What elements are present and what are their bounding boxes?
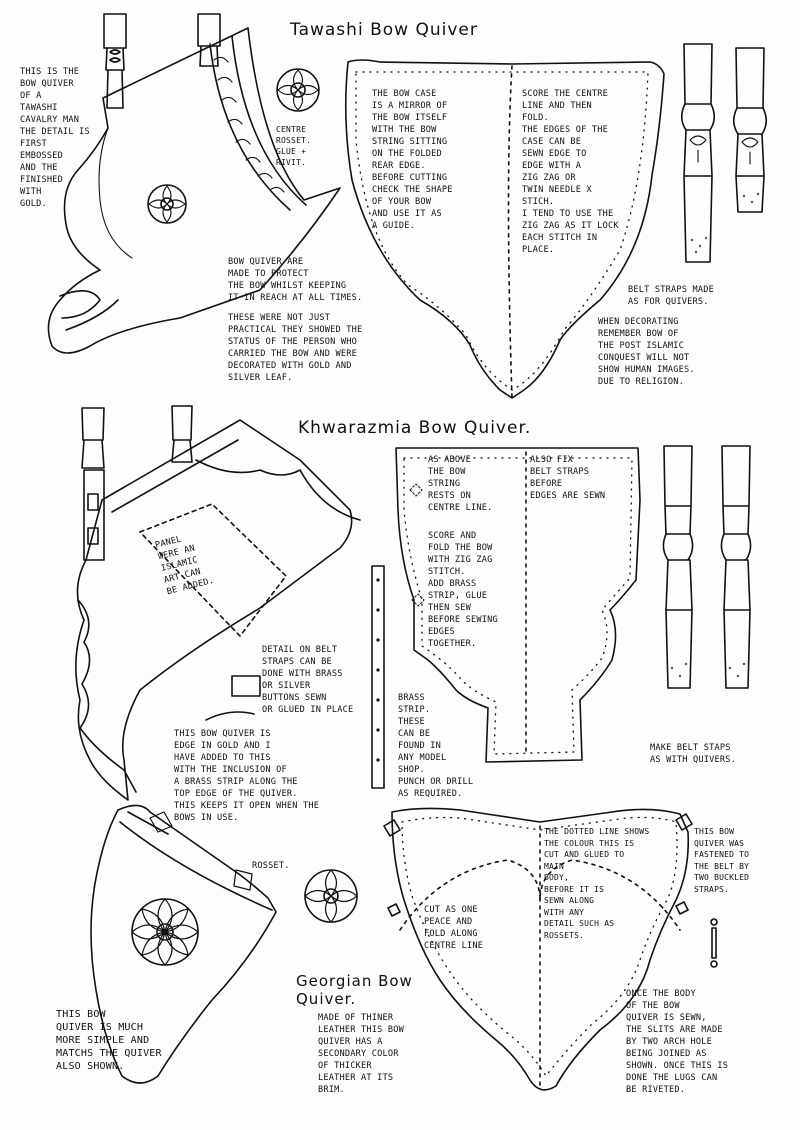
khwarazmia-title: Khwarazmia Bow Quiver. xyxy=(298,418,532,438)
georgian-thinner-note: Made of thiner leather this bow quiver h… xyxy=(318,1013,404,1095)
tawashi-bow-case xyxy=(344,59,665,399)
tawashi-belt-straps xyxy=(680,43,768,263)
georgian-quiver-drawing xyxy=(90,804,358,1084)
khwarazmia-belt-straps xyxy=(662,445,752,689)
tawashi-purpose-note: Bow quiver are made to protect the bow w… xyxy=(228,257,363,303)
georgian-cut-note: Cut as one peace and fold along centre l… xyxy=(424,905,484,951)
khwarazmia-make-belt-note: Make belt staps as with quivers. xyxy=(650,743,736,765)
tawashi-scroll-border xyxy=(213,56,285,193)
khwarazmia-border xyxy=(77,439,239,793)
tawashi-stitch-line xyxy=(355,71,649,391)
tawashi-centre-rosset xyxy=(276,68,320,112)
khwarazmia-as-above-note: As above the bow string rests on centre … xyxy=(428,455,493,513)
tawashi-title: Tawashi Bow Quiver xyxy=(290,20,478,40)
tawashi-quiver-body xyxy=(47,27,341,354)
tawashi-quiver-drawing xyxy=(47,13,341,354)
tawashi-status-note: These were not just practical they showe… xyxy=(228,313,363,383)
tawashi-lower-border xyxy=(59,290,119,331)
georgian-slits-note: Once the body of the bow quiver is sewn,… xyxy=(626,989,729,1095)
tawashi-fold-line xyxy=(507,65,513,399)
tawashi-rosset-note: Centre Rosset. Glue + Rivit. xyxy=(276,125,312,167)
rivet-detail xyxy=(710,918,718,968)
tawashi-case-right-note: Score the centre line and then fold. The… xyxy=(522,89,619,255)
tawashi-body-rosette xyxy=(147,184,187,224)
khwarazmia-quiver-drawing xyxy=(75,405,385,801)
tawashi-left-flourish xyxy=(98,127,133,259)
georgian-dotted-line-note: The dotted line shows the colour this is… xyxy=(544,827,650,940)
brass-strip xyxy=(371,565,385,789)
georgian-title: Georgian Bow Quiver. xyxy=(296,972,413,1008)
georgian-case-pattern xyxy=(383,807,718,1091)
khwarazmia-case-pattern xyxy=(395,447,641,763)
needle-detail xyxy=(205,675,261,721)
georgian-quiver-body xyxy=(90,804,277,1084)
khwarazmia-score-fold-note: Score and fold the bow with zig zag stit… xyxy=(428,531,498,649)
georgian-fastened-note: This bow quiver was fastened to the belt… xyxy=(694,827,750,894)
georgian-brim xyxy=(119,811,273,911)
tawashi-case-left-note: The Bow case is a mirror of the bow itse… xyxy=(372,89,453,231)
tawashi-strap-left xyxy=(103,13,127,109)
khwarazmia-strap-right xyxy=(171,405,193,463)
khwarazmia-brim xyxy=(195,459,361,521)
khwarazmia-edge-gold-note: This bow quiver is edge in gold and I ha… xyxy=(174,729,320,823)
khwarazmia-stitch-line xyxy=(403,457,633,755)
georgian-simple-note: This bow quiver is much more simple and … xyxy=(56,1009,162,1072)
tawashi-border xyxy=(209,35,307,211)
khwarazmia-strap-left xyxy=(81,407,105,561)
tawashi-belt-note: Belt straps made as for quivers. xyxy=(628,285,714,307)
georgian-rosset-label: Rosset. xyxy=(252,861,290,871)
georgian-colour-line xyxy=(399,859,681,931)
khwarazmia-also-fix-note: Also fix belt straps before edges are se… xyxy=(530,455,606,501)
khwarazmia-quiver-body xyxy=(75,419,353,801)
khwarazmia-belt-detail-note: Detail on belt straps can be done with b… xyxy=(262,645,354,715)
khwarazmia-brass-strip-note: Brass strip. These can be found in any m… xyxy=(398,693,474,799)
tawashi-strap-link xyxy=(109,49,121,63)
khwarazmia-panel xyxy=(139,503,287,637)
tawashi-decorating-note: When decorating remember bow of the post… xyxy=(598,317,695,387)
tawashi-intro-note: This is the Bow Quiver of a Tawashi Cava… xyxy=(20,67,90,209)
